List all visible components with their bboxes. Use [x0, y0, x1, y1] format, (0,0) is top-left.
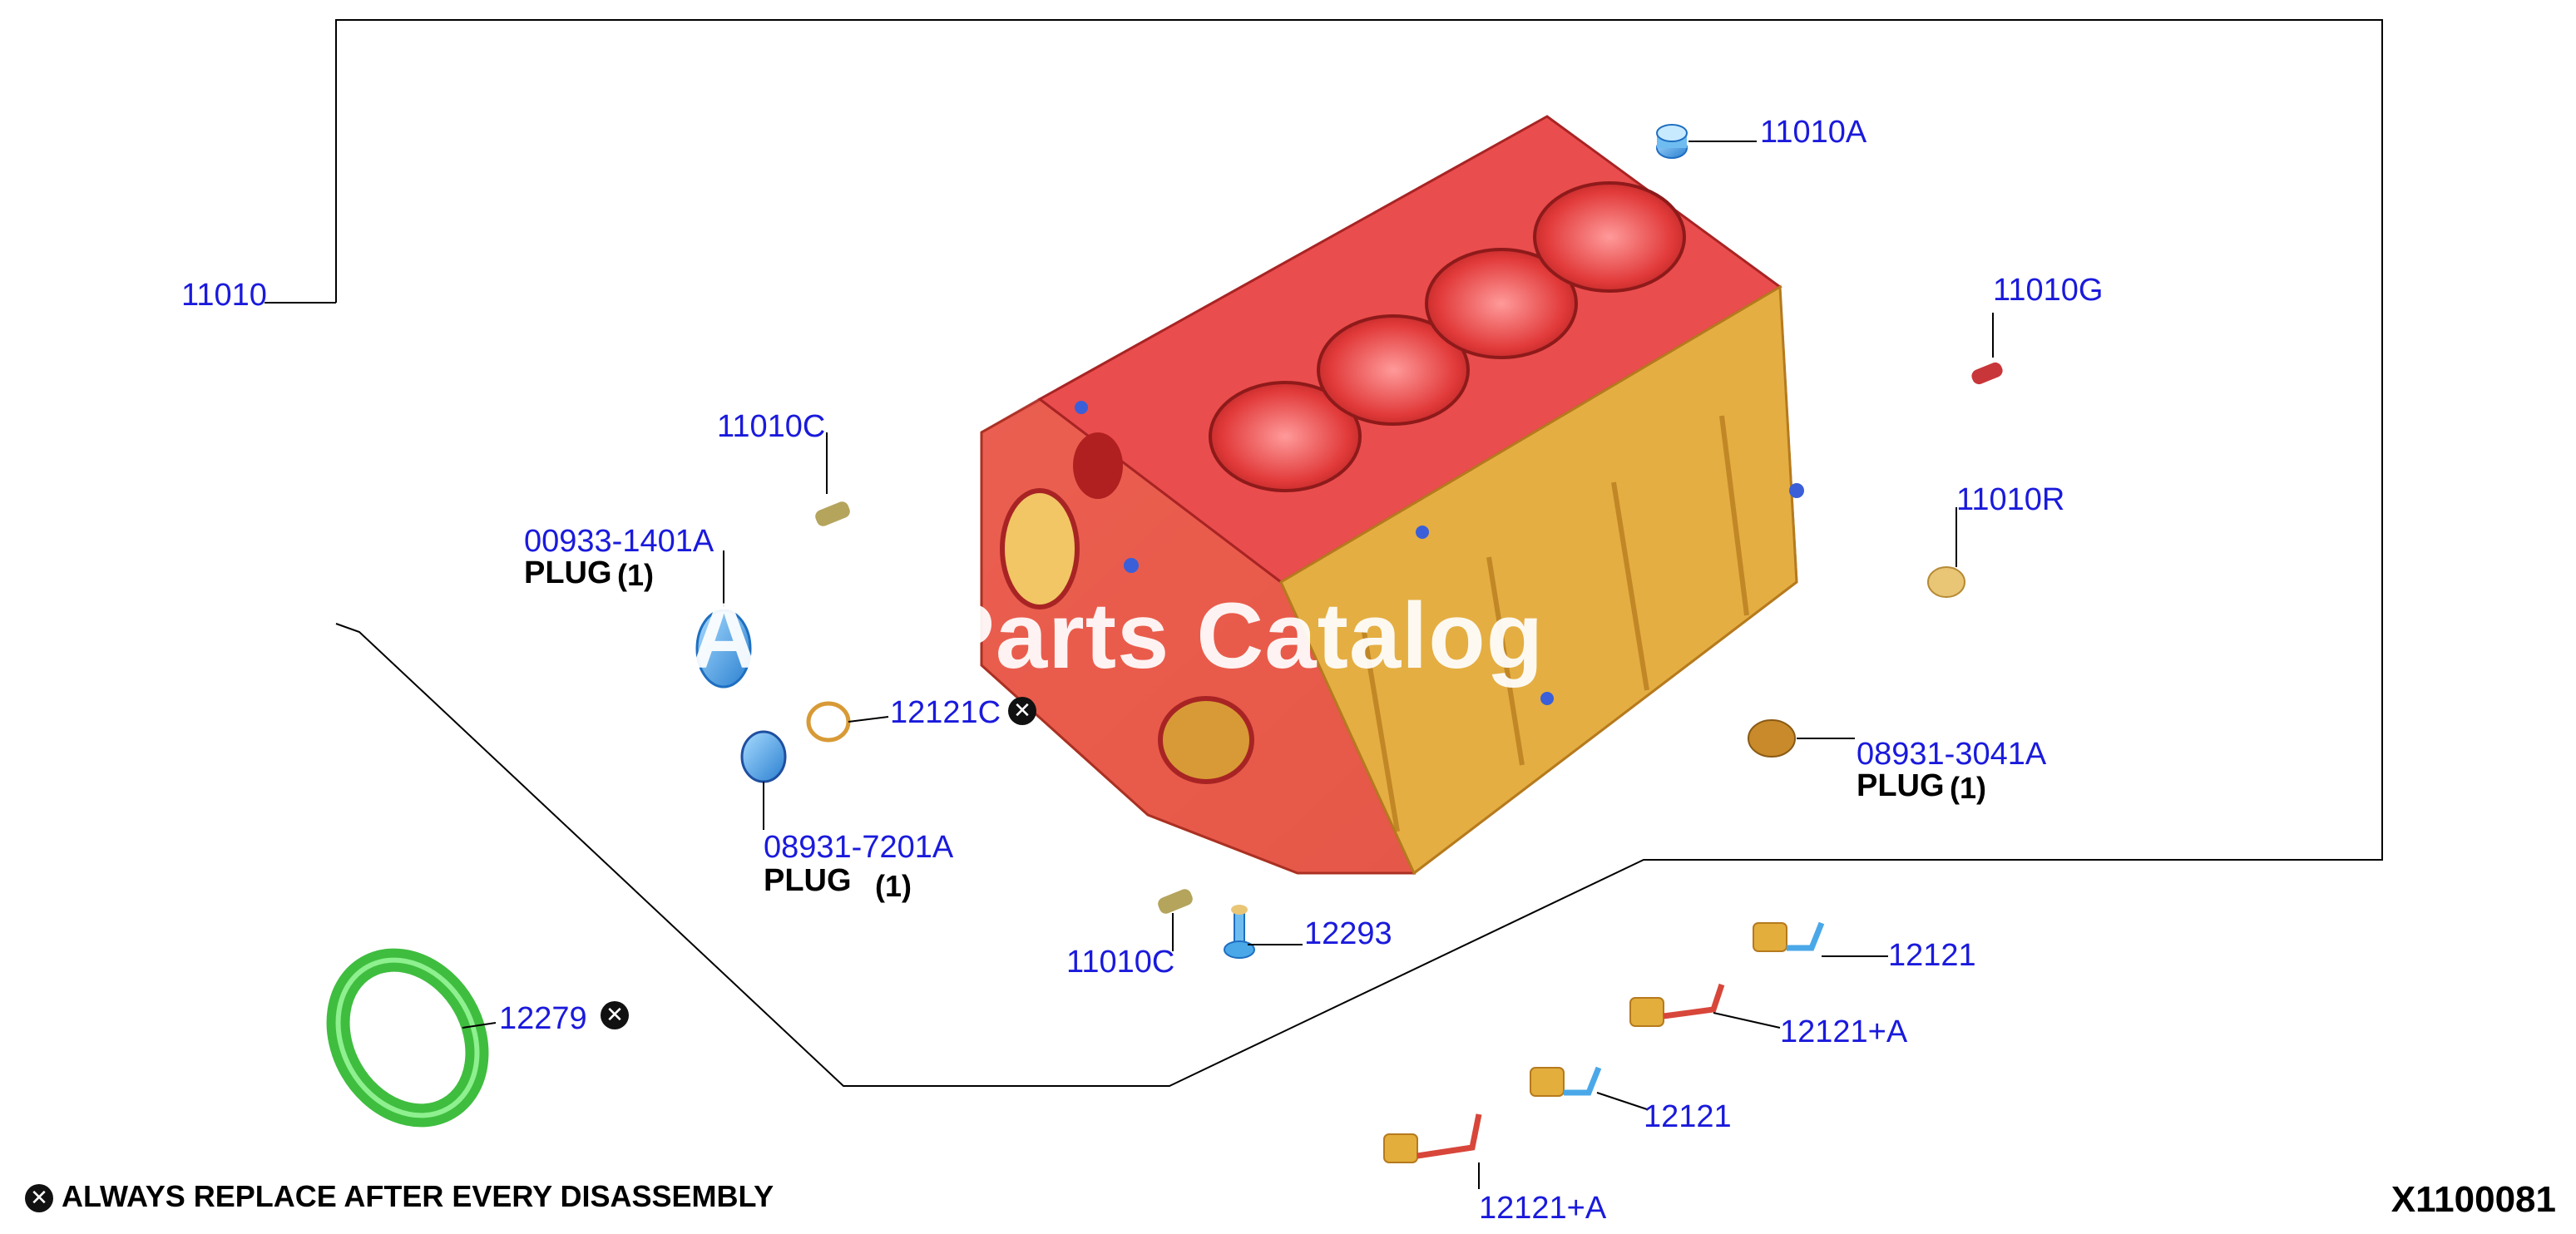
- part-11010R-plug[interactable]: [1927, 566, 1965, 598]
- leader-lines: [265, 141, 1994, 1189]
- part-12121-oil-jet-2[interactable]: [1530, 1066, 1602, 1097]
- part-08931-7201A-plug[interactable]: [740, 730, 787, 783]
- part-12293-bolt[interactable]: [1224, 905, 1255, 959]
- plug-label-2: PLUG: [764, 863, 852, 898]
- callout-12279[interactable]: 12279: [499, 1001, 587, 1036]
- part-12121-oil-jet-1[interactable]: [1753, 921, 1825, 952]
- figure-code: X1100081: [2391, 1179, 2556, 1220]
- callout-11010A[interactable]: 11010A: [1760, 115, 1867, 150]
- part-08931-3041A-plug[interactable]: [1748, 719, 1796, 758]
- callout-11010R[interactable]: 11010R: [1956, 482, 2065, 517]
- part-11010C-bottom-dowel[interactable]: [1156, 887, 1194, 916]
- legend-text: ALWAYS REPLACE AFTER EVERY DISASSEMBLY: [62, 1179, 774, 1213]
- callout-11010C-top[interactable]: 11010C: [717, 409, 826, 444]
- plug-qty-1: (1): [617, 558, 654, 592]
- callout-12121-2[interactable]: 12121: [1644, 1099, 1732, 1134]
- part-12121-plus-A-oil-jet-2[interactable]: [1383, 1113, 1482, 1163]
- callout-12121-1[interactable]: 12121: [1888, 938, 1976, 973]
- part-12121C-washer[interactable]: [806, 701, 851, 743]
- callout-08931-3041A[interactable]: 08931-3041A: [1857, 737, 2047, 772]
- plug-qty-2: (1): [875, 869, 912, 903]
- replace-symbol-icon-12121C: ✕: [1008, 697, 1036, 725]
- part-11010A-dowel[interactable]: [1656, 124, 1688, 159]
- group-boundary: [335, 19, 2383, 1087]
- part-12121-plus-A-oil-jet-1[interactable]: [1629, 983, 1725, 1027]
- legend: ✕ ALWAYS REPLACE AFTER EVERY DISASSEMBLY: [25, 1179, 774, 1214]
- plug-label-1: PLUG: [524, 555, 612, 590]
- callout-12293[interactable]: 12293: [1304, 916, 1392, 951]
- callout-12121-plus-A-1[interactable]: 12121+A: [1780, 1014, 1908, 1049]
- replace-symbol-icon-12279: ✕: [601, 1001, 629, 1029]
- part-11010C-top-dowel[interactable]: [813, 500, 852, 528]
- callout-12121C[interactable]: 12121C: [890, 695, 1001, 730]
- callout-00933-1401A[interactable]: 00933-1401A: [524, 524, 714, 559]
- part-11010G-pin[interactable]: [1970, 361, 2005, 387]
- callout-11010[interactable]: 11010: [181, 278, 267, 313]
- plug-qty-3: (1): [1950, 771, 1986, 805]
- callout-11010C-bottom[interactable]: 11010C: [1066, 945, 1175, 980]
- watermark: Auto Parts Catalog: [690, 584, 1545, 688]
- callout-11010G[interactable]: 11010G: [1993, 273, 2104, 308]
- replace-symbol-icon: ✕: [25, 1184, 53, 1213]
- part-00933-1401A-plug[interactable]: [695, 609, 752, 689]
- callout-12121-plus-A-2[interactable]: 12121+A: [1479, 1191, 1607, 1226]
- callout-08931-7201A[interactable]: 08931-7201A: [764, 830, 954, 865]
- plug-label-3: PLUG: [1857, 768, 1945, 803]
- cylinder-block[interactable]: [980, 115, 1804, 876]
- part-12279-seal[interactable]: [310, 935, 504, 1141]
